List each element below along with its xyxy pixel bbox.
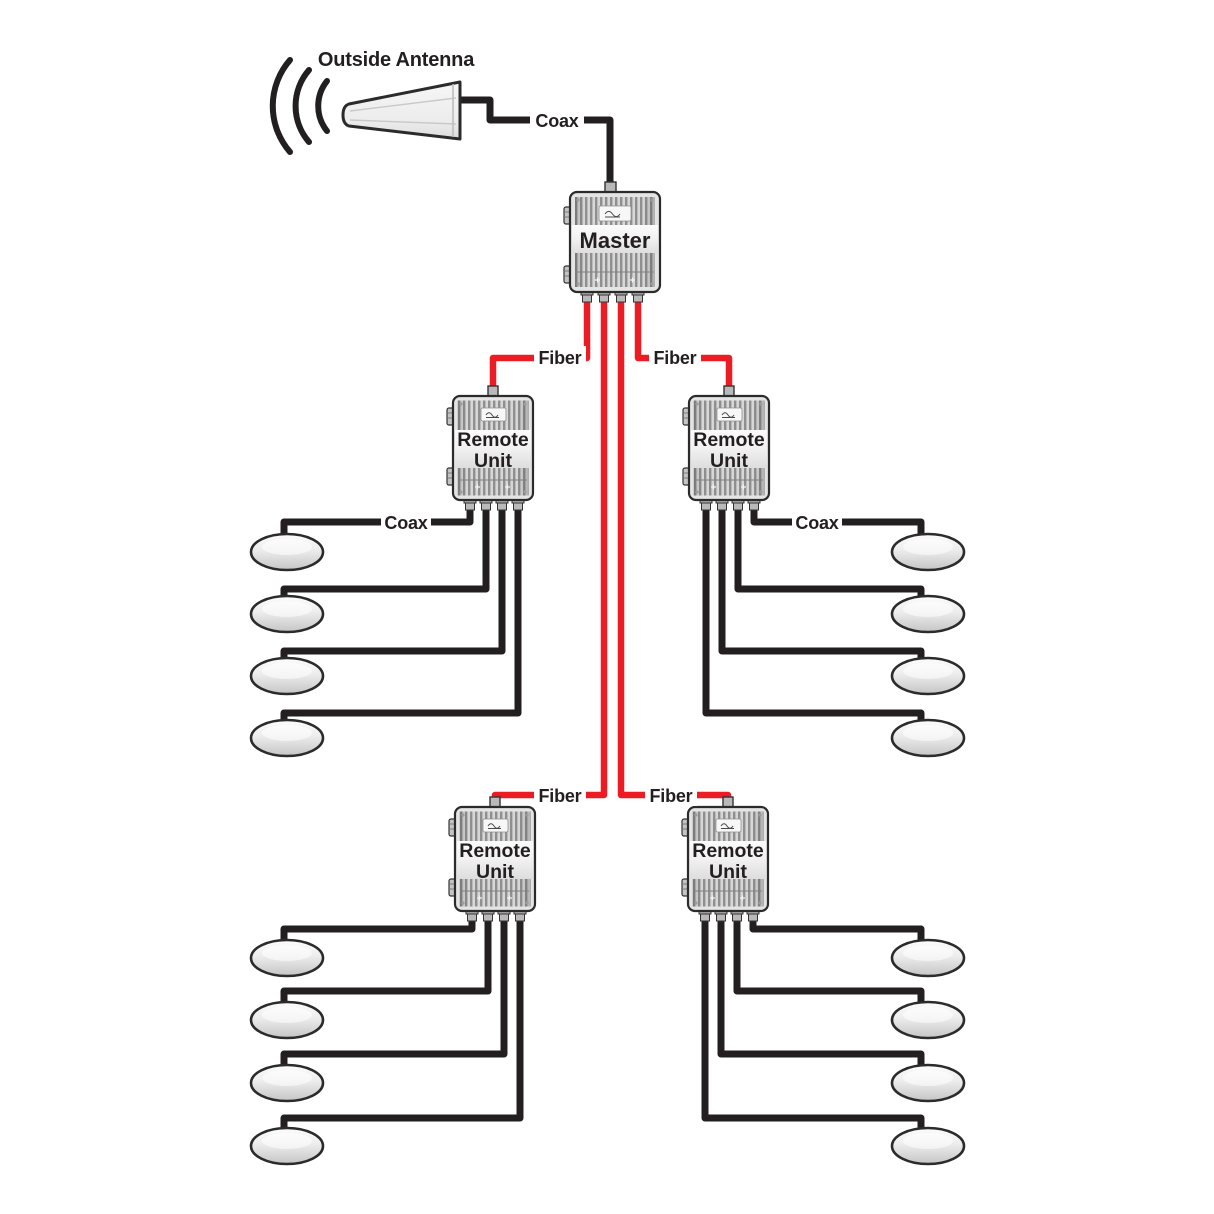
label-backplate: [534, 784, 586, 806]
fiber-label: Fiber: [538, 786, 581, 806]
label-backplate: [649, 346, 701, 368]
remote-label-line2: Unit: [474, 450, 512, 472]
dome-antenna: [890, 594, 966, 634]
label-backplate: [792, 511, 842, 533]
fiber-label-bottom-right: Fiber: [645, 784, 697, 806]
remote-unit-label-top-left: Remote Unit: [457, 429, 529, 472]
remote-label-line2: Unit: [710, 450, 748, 472]
remote-label-line2: Unit: [709, 861, 747, 883]
coax-cable: [717, 916, 925, 1068]
coax-label: Coax: [535, 111, 578, 131]
dome-antenna: [249, 1000, 325, 1040]
dome-antenna: [249, 718, 325, 758]
coax-cable-antenna-to-master: [461, 96, 614, 192]
remote-label-line1: Remote: [459, 840, 531, 862]
coax-cable: [749, 916, 925, 943]
fiber-label: Fiber: [649, 786, 692, 806]
dome-antenna: [890, 1000, 966, 1040]
dome-antenna: [890, 1063, 966, 1103]
coax-cable: [280, 505, 490, 599]
antenna-horn-icon: [341, 80, 462, 141]
remote-label-line2: Unit: [476, 861, 514, 883]
dome-antenna: [249, 1063, 325, 1103]
coax-cable: [280, 916, 524, 1131]
dome-antenna: [249, 532, 325, 572]
coax-cable: [733, 916, 925, 1005]
dome-antenna: [890, 1126, 966, 1166]
remote-label-line1: Remote: [692, 840, 764, 862]
fiber-label-top-left: Fiber: [534, 346, 586, 368]
dome-antenna: [890, 938, 966, 978]
label-backplate: [381, 511, 431, 533]
coax-label: Coax: [795, 513, 838, 533]
coax-cable: [702, 505, 925, 723]
remote-label-line1: Remote: [693, 429, 765, 451]
remote-unit-label-top-right: Remote Unit: [693, 429, 765, 472]
fiber-label: Fiber: [538, 348, 581, 368]
dome-antenna: [890, 532, 966, 572]
coax-cable: [280, 505, 474, 537]
coax-cable: [701, 916, 925, 1131]
fiber-label-top-right: Fiber: [649, 346, 701, 368]
coax-cable: [280, 505, 506, 661]
dome-antenna: [249, 938, 325, 978]
coax-label-right-group: Coax: [792, 511, 842, 533]
coax-cable: [280, 916, 492, 1005]
coax-label: Coax: [384, 513, 427, 533]
fiber-label: Fiber: [653, 348, 696, 368]
label-backplate: [530, 108, 584, 131]
label-backplate: [645, 784, 697, 806]
signal-waves-icon: [269, 57, 330, 155]
dome-antenna: [890, 656, 966, 696]
dome-antenna: [249, 656, 325, 696]
coax-cable: [280, 916, 508, 1068]
coax-label-left-group: Coax: [381, 511, 431, 533]
dome-antenna: [249, 594, 325, 634]
label-backplate: [534, 346, 586, 368]
master-unit-label: Master: [580, 228, 651, 253]
coax-cable: [280, 505, 522, 723]
coax-cable: [280, 916, 476, 943]
dome-antenna: [249, 1126, 325, 1166]
coax-cable: [718, 505, 925, 661]
dome-antenna: [890, 718, 966, 758]
coax-cable: [734, 505, 925, 599]
remote-unit-label-bottom-right: Remote Unit: [692, 840, 764, 883]
coax-label-antenna: Coax: [530, 108, 584, 131]
fiber-label-bottom-left: Fiber: [534, 784, 586, 806]
remote-label-line1: Remote: [457, 429, 529, 451]
remote-unit-label-bottom-left: Remote Unit: [459, 840, 531, 883]
outside-antenna-label: Outside Antenna: [318, 49, 475, 71]
